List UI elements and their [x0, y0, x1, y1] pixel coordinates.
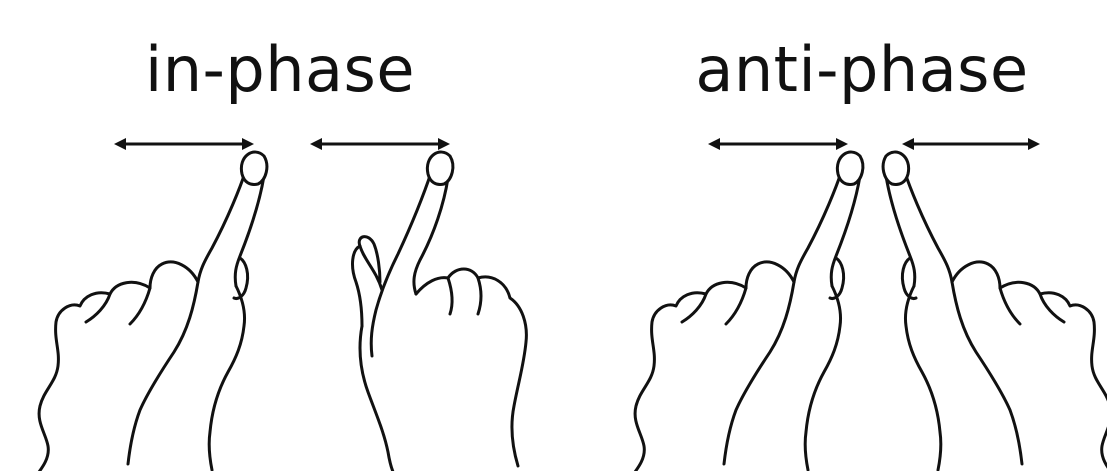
pointing-hand-icon: [353, 152, 527, 471]
double-arrow-icon: [310, 138, 450, 150]
pointing-hand-icon: [632, 152, 863, 471]
double-arrow-icon: [902, 138, 1040, 150]
double-arrow-icon: [114, 138, 254, 150]
double-arrow-icon: [708, 138, 848, 150]
pointing-hand-icon: [36, 152, 267, 471]
pointing-hand-icon: [883, 152, 1107, 471]
